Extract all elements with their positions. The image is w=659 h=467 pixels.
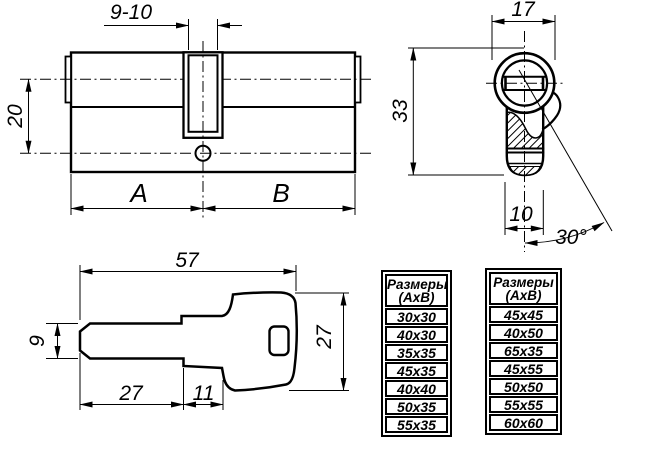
foot-bottom-hatch — [509, 166, 541, 176]
size-cell: 65x35 — [489, 342, 558, 359]
dim-label-slot-width: 9-10 — [110, 1, 152, 24]
dim-label-blade-length: 27 — [118, 382, 144, 405]
dim-label-width: 17 — [511, 0, 536, 21]
size-table-1: Размеры (АхВ) 30x30 40x30 35x35 45x35 40… — [381, 270, 452, 437]
size-cell: 40x40 — [385, 380, 448, 397]
key-view: 57 9 27 11 27 — [26, 249, 349, 410]
size-cell: 55x55 — [489, 396, 558, 413]
size-cell: 55x35 — [385, 416, 448, 433]
size-table-header-line1: Размеры — [493, 275, 554, 290]
size-table-header-line2: (АхВ) — [505, 288, 542, 303]
size-cell: 50x50 — [489, 378, 558, 395]
dim-label-head-height: 27 — [313, 324, 336, 350]
screw-hole — [194, 144, 212, 162]
size-cell: 60x60 — [489, 414, 558, 431]
size-table-header-line2: (АхВ) — [398, 290, 435, 305]
dim-label-offset: 20 — [4, 104, 27, 129]
key-hole — [268, 325, 290, 357]
dim-label-height: 33 — [389, 99, 412, 123]
dim-label-blade-height: 9 — [26, 335, 49, 347]
dim-label-foot: 10 — [509, 203, 533, 226]
size-cell: 40x50 — [489, 324, 558, 341]
size-cell: 50x35 — [385, 398, 448, 415]
size-table-2: Размеры (АхВ) 45x45 40x50 65x35 45x55 50… — [485, 268, 562, 435]
plug-outer-circle — [493, 51, 556, 115]
dim-label-shoulder: 11 — [193, 382, 215, 405]
key-outline — [78, 291, 299, 392]
cam-rotation-line — [518, 69, 613, 232]
dim-label-a: A — [128, 178, 147, 208]
size-table-header-line1: Размеры — [387, 277, 448, 292]
dim-label-key-length: 57 — [175, 249, 200, 272]
size-table-2-header: Размеры (АхВ) — [489, 272, 558, 305]
angle-arc — [524, 222, 605, 247]
size-cell: 40x30 — [385, 326, 448, 343]
dim-label-angle: 30° — [555, 226, 587, 249]
size-cell: 45x35 — [385, 362, 448, 379]
cylinder-end-view: 30° 33 17 10 — [389, 0, 613, 252]
foot-hatch-area — [506, 112, 544, 149]
size-cell: 45x55 — [489, 360, 558, 377]
size-cell: 45x45 — [489, 306, 558, 323]
cylinder-side-view: 9-10 20 A B — [4, 1, 372, 219]
size-cell: 30x30 — [385, 308, 448, 325]
dim-label-b: B — [272, 178, 289, 208]
size-cell: 35x35 — [385, 344, 448, 361]
size-table-1-header: Размеры (АхВ) — [385, 274, 448, 307]
